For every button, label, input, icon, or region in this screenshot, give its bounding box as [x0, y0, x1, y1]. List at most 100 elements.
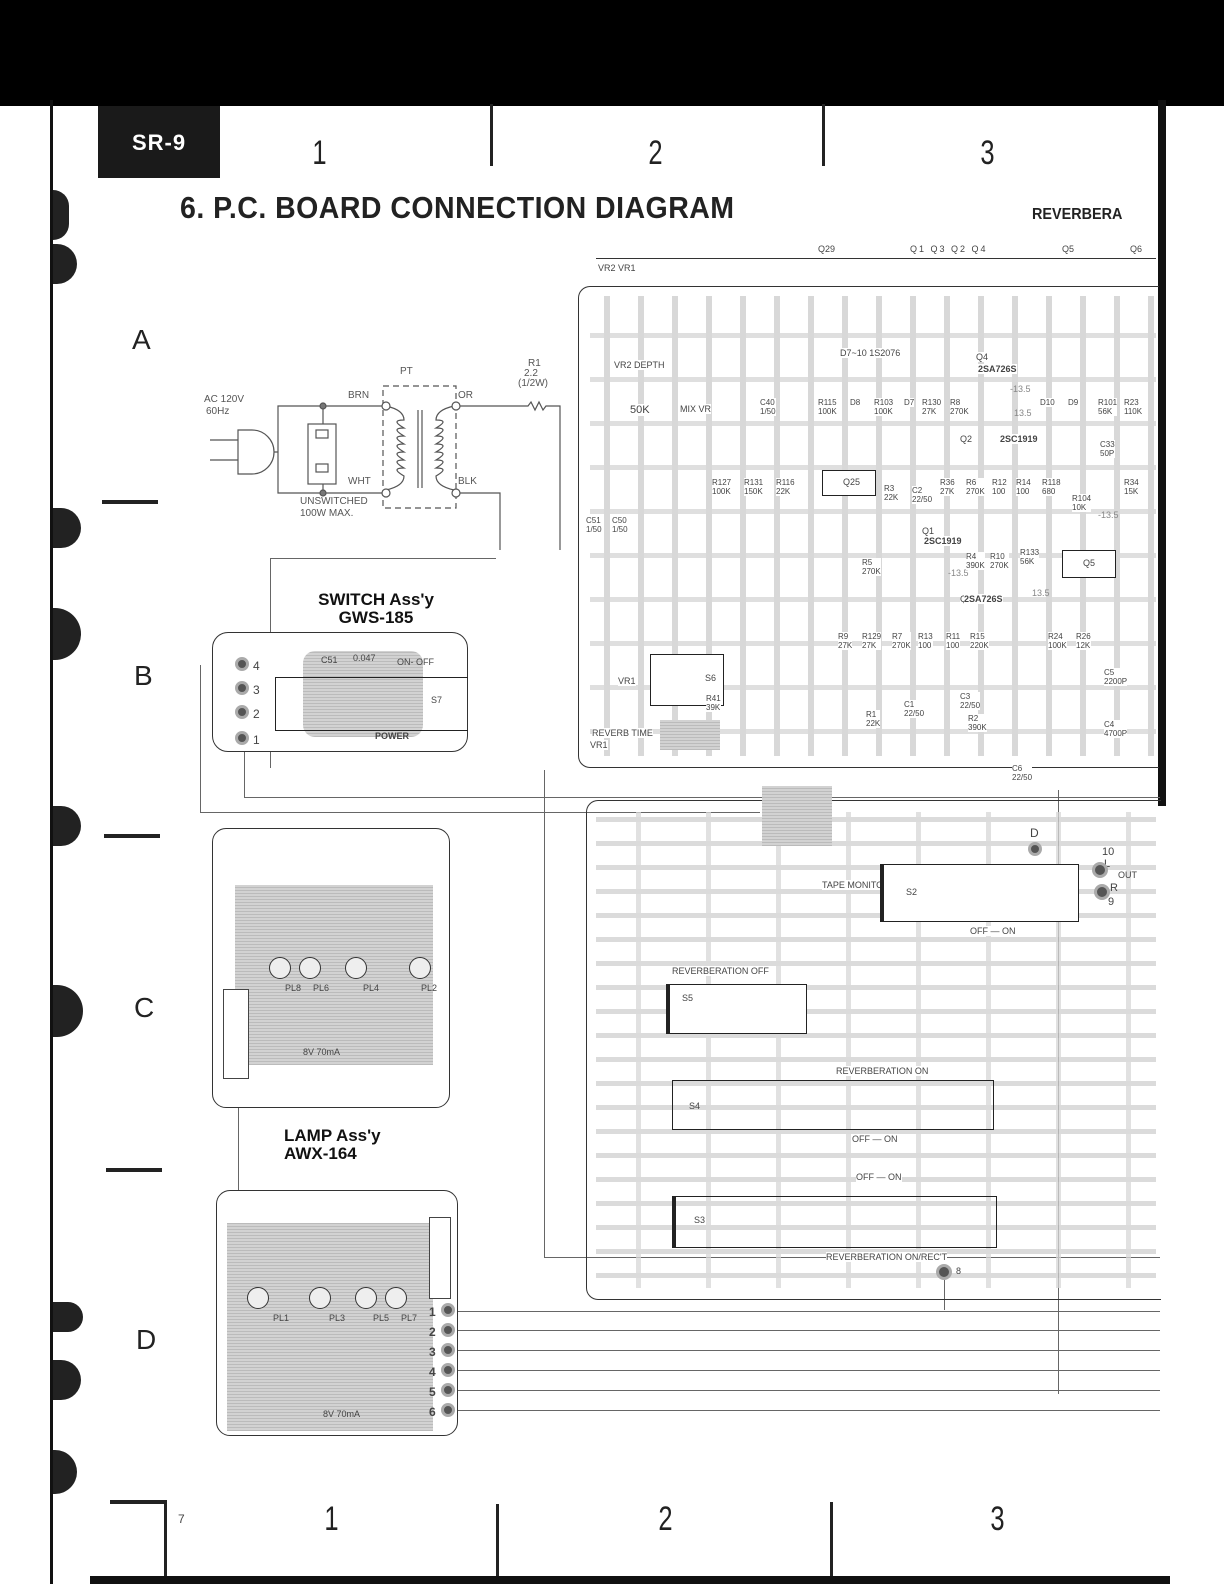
- transistor-type: 2SC1919: [1000, 434, 1038, 444]
- switch-s6[interactable]: S6: [650, 654, 724, 706]
- terminal-d[interactable]: [1028, 842, 1042, 856]
- lamp-pl6-icon: [299, 957, 321, 979]
- switch-s4[interactable]: S4: [672, 1080, 994, 1130]
- switch-s2-state: OFF — ON: [970, 926, 1016, 936]
- terminal-label: 6: [429, 1405, 436, 1419]
- component-ref: C40: [760, 398, 775, 407]
- terminal-8[interactable]: [936, 1264, 952, 1280]
- component-value: 270K: [990, 561, 1009, 570]
- binding-punch: [53, 608, 81, 660]
- switch-s3-state: OFF — ON: [856, 1172, 902, 1182]
- transformer-label: PT: [400, 366, 413, 377]
- right-page-edge: [1158, 100, 1166, 806]
- transistor-ref: Q2: [960, 434, 973, 444]
- component-value: 2200P: [1104, 677, 1128, 686]
- switch-s4-label: S4: [689, 1101, 701, 1111]
- ref-label-q1-q4: Q1 Q3 Q2 Q4: [910, 244, 988, 254]
- connector[interactable]: [429, 1217, 451, 1299]
- bottom-edge: [90, 1576, 1170, 1584]
- component-label: D9: [1068, 398, 1079, 407]
- component-value: 100: [1016, 487, 1030, 496]
- lamp-pl8-icon: [269, 957, 291, 979]
- component-value: 100K: [1048, 641, 1067, 650]
- pin-10-label: 10: [1102, 846, 1115, 858]
- row-label-c: C: [134, 992, 155, 1023]
- column-label-2: 2: [648, 134, 663, 172]
- copper-area: [660, 720, 720, 750]
- switch-s5[interactable]: S5: [666, 984, 807, 1034]
- power-schematic: [210, 385, 561, 550]
- ref-label-q29: Q29: [818, 244, 836, 254]
- component-value: 4700P: [1104, 729, 1128, 738]
- control-refs: VR2 VR1: [598, 263, 636, 273]
- lamp-label: PL7: [401, 1313, 418, 1323]
- wire: [450, 1390, 1160, 1391]
- binding-punch: [53, 1450, 77, 1494]
- component-ref: R36: [940, 478, 955, 487]
- resistor-ref: R1: [528, 358, 541, 369]
- row-divider: [102, 500, 158, 504]
- terminal-4[interactable]: [235, 657, 249, 671]
- row-label-d: D: [136, 1324, 157, 1355]
- page-title: 6. P.C. BOARD CONNECTION DIAGRAM: [180, 190, 735, 225]
- vr2-value: 50K: [630, 404, 650, 416]
- connector[interactable]: [223, 989, 249, 1079]
- wire: [450, 1370, 1160, 1371]
- output-r-terminal[interactable]: [1094, 884, 1110, 900]
- terminal-5[interactable]: [441, 1383, 455, 1397]
- switch-assy-title: SWITCH Ass'y: [318, 590, 434, 609]
- lamp-pl2-icon: [409, 957, 431, 979]
- voltage-label: -13.5: [1010, 384, 1031, 394]
- copper-area: [762, 786, 832, 846]
- component-ref: R34: [1124, 478, 1139, 487]
- lamp-label: PL4: [363, 983, 380, 993]
- resistor-r1-icon: [460, 400, 561, 550]
- row-label-a: A: [132, 324, 151, 355]
- lamp-pl1-icon: [247, 1287, 269, 1309]
- component-ref: R26: [1076, 632, 1091, 641]
- vr2-label: VR2 DEPTH: [614, 360, 665, 370]
- lamp-label: PL1: [273, 1313, 290, 1323]
- terminal-4[interactable]: [441, 1363, 455, 1377]
- terminal-1[interactable]: [235, 731, 249, 745]
- out-label: OUT: [1118, 870, 1137, 880]
- terminal-3[interactable]: [441, 1343, 455, 1357]
- component-ref: C50: [612, 516, 627, 525]
- transistor-type: 2SC1919: [924, 536, 962, 546]
- component-ref: R5: [862, 558, 873, 567]
- terminal-1[interactable]: [441, 1303, 455, 1317]
- component-value: 270K: [950, 407, 969, 416]
- column-label-3: 3: [990, 1500, 1005, 1538]
- terminal-2[interactable]: [235, 705, 249, 719]
- ref-label-q5: Q5: [1062, 244, 1075, 254]
- component-value: 110K: [1124, 407, 1143, 416]
- ac-frequency-label: 60Hz: [206, 406, 230, 417]
- component-value: 22/50: [904, 709, 925, 718]
- component-ref: R115: [818, 398, 837, 407]
- component-label: D8: [850, 398, 861, 407]
- column-divider: [822, 104, 825, 166]
- row-divider: [104, 834, 160, 838]
- component-value: 22/50: [960, 701, 981, 710]
- column-label-1: 1: [312, 134, 327, 172]
- top-black-band: [0, 0, 1224, 106]
- terminal-6[interactable]: [441, 1403, 455, 1417]
- terminal-3[interactable]: [235, 681, 249, 695]
- wire: [200, 665, 201, 813]
- terminal-2[interactable]: [441, 1323, 455, 1337]
- output-l-terminal[interactable]: [1092, 862, 1108, 878]
- switch-s7-body[interactable]: [275, 677, 468, 731]
- copper-area: [227, 1223, 433, 1431]
- lamp-label: PL3: [329, 1313, 346, 1323]
- switch-s2[interactable]: S2: [880, 864, 1079, 922]
- switch-s3[interactable]: S3: [672, 1196, 997, 1248]
